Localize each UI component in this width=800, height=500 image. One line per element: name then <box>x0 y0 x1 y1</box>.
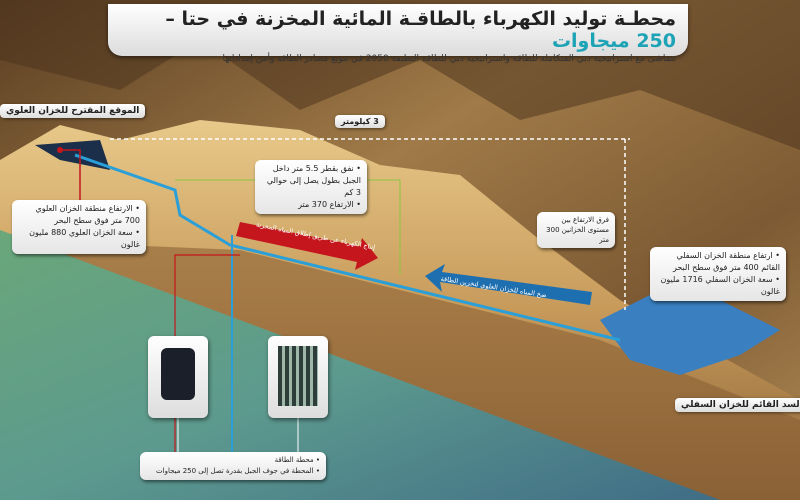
lower-reservoir-info-box: ارتفاع منطقة الخزان السفلي القائم 400 مت… <box>650 247 786 301</box>
page-title: محطـة توليد الكهرباء بالطاقـة المائية ال… <box>165 8 676 52</box>
upper-capacity-text: سعة الخزان العلوي 880 مليون غالون <box>18 227 140 251</box>
title-accent: 250 ميجاوات <box>551 30 676 52</box>
upper-reservoir <box>35 140 110 170</box>
sea-area <box>0 230 720 500</box>
upper-elevation-text: الارتفاع منطقة الخزان العلوي 700 متر فوق… <box>18 203 140 227</box>
distance-label: 3 كيلومتر <box>335 115 385 128</box>
title-banner: محطـة توليد الكهرباء بالطاقـة المائية ال… <box>108 4 688 64</box>
lower-reservoir <box>600 295 780 375</box>
power-station-capacity: المحطة في جوف الجبل بقدرة تصل إلى 250 مي… <box>146 466 320 477</box>
generate-arrow <box>236 222 378 270</box>
tunnel-height-text: الارتفاع 370 متر <box>261 199 361 211</box>
height-difference-box: فرق الارتفاع بين مستوى الخزانين 300 متر <box>537 212 615 248</box>
turbine-icon <box>161 348 195 400</box>
generator-icon <box>278 346 318 406</box>
upper-reservoir-info-box: الارتفاع منطقة الخزان العلوي 700 متر فوق… <box>12 200 146 254</box>
lower-elevation-text: ارتفاع منطقة الخزان السفلي القائم 400 مت… <box>656 250 780 274</box>
tunnel-diameter-text: نفق بقطر 5.5 متر داخل الجبل بطول يصل إلى… <box>261 163 361 199</box>
upper-site-label: الموقع المقترح للخزان العلوي <box>0 104 146 118</box>
pump-arrow <box>425 264 592 305</box>
tunnel-info-box: نفق بقطر 5.5 متر داخل الجبل بطول يصل إلى… <box>255 160 367 214</box>
page-subtitle: تتماشى مع استراتيجية دبي المتكاملة للطاق… <box>222 54 676 64</box>
power-station-info-box: محطة الطاقة المحطة في جوف الجبل بقدرة تص… <box>140 452 326 480</box>
lower-capacity-text: سعة الخزان السفلي 1716 مليون غالون <box>656 274 780 298</box>
power-station-title: محطة الطاقة <box>146 455 320 466</box>
turbine-image <box>148 336 208 418</box>
lower-dam-label: السد القائم للخزان السفلي <box>675 398 800 412</box>
generator-image <box>268 336 328 418</box>
tunnel <box>74 153 621 342</box>
